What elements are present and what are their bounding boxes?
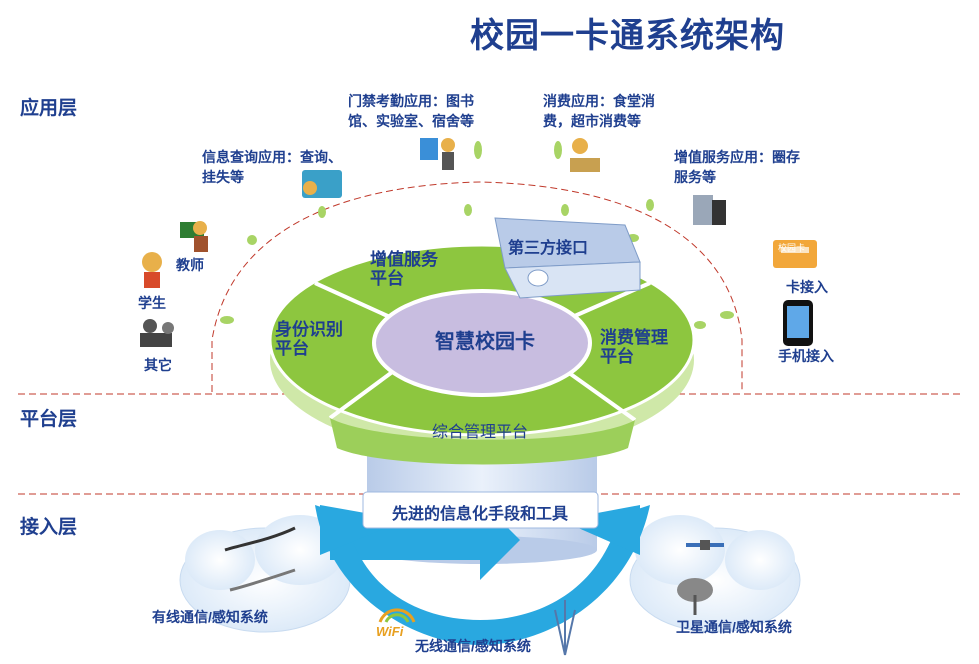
app-info-query: 信息查询应用：查询、 挂失等 [202, 149, 342, 185]
network-label: 以校园网络为基础 [425, 582, 554, 599]
wifi-logo: WiFi [376, 624, 404, 639]
student-icon [142, 252, 162, 288]
atm-icon [693, 195, 726, 225]
layer-label-platform: 平台层 [20, 409, 78, 430]
segment-consumption: 消费管理 平台 [600, 328, 668, 366]
segment-value-added: 增值服务 平台 [370, 250, 438, 288]
tools-banner [362, 491, 599, 529]
layer-label-application: 应用层 [20, 98, 78, 119]
satellite-cloud [629, 515, 801, 633]
wired-label: 有线通信/感知系统 [152, 609, 268, 625]
page-title: 校园一卡通系统架构 [470, 17, 785, 55]
other-people-icon [140, 319, 174, 347]
center-smart-card: 智慧校园卡 [435, 331, 535, 353]
satellite-label: 卫星通信/感知系统 [676, 619, 792, 635]
access-phone: 手机接入 [778, 348, 834, 364]
tools-label: 先进的信息化手段和工具 [391, 506, 568, 523]
third-party-block [494, 217, 641, 299]
wireless-label: 无线通信/感知系统 [415, 638, 531, 654]
segment-identity: 身份识别 平台 [275, 320, 343, 358]
wifi-logo-shape [378, 608, 416, 623]
connection-dots [220, 141, 734, 329]
teacher-icon [180, 221, 208, 252]
center-ellipse [372, 289, 592, 397]
application-dome-arc [211, 181, 743, 392]
card-icon [773, 240, 817, 268]
cable-icon [224, 526, 296, 592]
user-other: 其它 [144, 357, 172, 373]
layer-label-access: 接入层 [20, 517, 78, 538]
consumption-icon [570, 138, 600, 172]
user-teacher: 教师 [176, 257, 204, 273]
dish-icon [677, 578, 713, 615]
access-control-icon [420, 138, 455, 170]
management-segment [330, 418, 635, 465]
phone-icon [783, 300, 813, 346]
info-query-icon [302, 170, 342, 198]
app-access-control: 门禁考勤应用：图书 馆、实验室、宿舍等 [348, 93, 474, 129]
user-student: 学生 [138, 295, 166, 311]
app-consumption: 消费应用：食堂消 费，超市消费等 [543, 93, 655, 129]
card-logo-text: 校园卡 [778, 243, 806, 253]
access-card: 卡接入 [786, 279, 828, 295]
app-value-added: 增值服务应用：圈存 服务等 [674, 149, 800, 185]
segment-management: 综合管理平台 [431, 424, 528, 441]
third-party-interface: 第三方接口 [508, 240, 589, 257]
tower-icon [554, 600, 576, 656]
satellite-icon [686, 540, 724, 550]
